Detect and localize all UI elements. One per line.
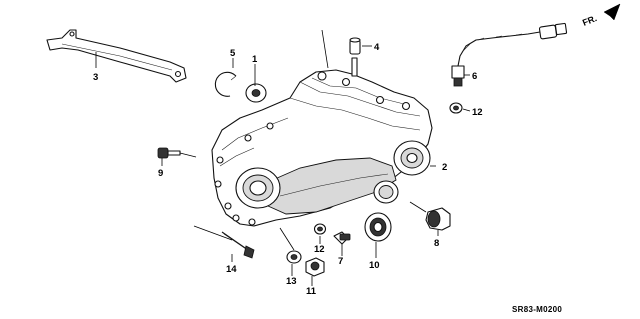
snap-ring-part-5 xyxy=(214,71,237,97)
callout-6: 6 xyxy=(472,71,477,82)
callout-5: 5 xyxy=(230,48,236,59)
callout-11: 11 xyxy=(306,286,317,297)
callout-13: 13 xyxy=(286,276,297,287)
oil-seal-part-10 xyxy=(364,212,392,242)
callout-2: 2 xyxy=(442,162,447,173)
front-arrow-icon xyxy=(603,3,621,21)
front-direction-indicator: FR. xyxy=(581,3,621,28)
callout-3: 3 xyxy=(93,72,98,83)
callout-14: 14 xyxy=(226,264,237,275)
diagram-code: SR83-M0200 xyxy=(512,305,562,314)
drain-bolt-part-11 xyxy=(305,257,325,277)
bolt-part-14 xyxy=(221,231,255,259)
bracket-part-3 xyxy=(46,29,187,83)
speed-sensor-part-6 xyxy=(451,22,568,87)
callout-8: 8 xyxy=(434,238,439,249)
leader-lines xyxy=(95,29,471,286)
callout-12-upper: 12 xyxy=(472,107,483,118)
stud-part-4 xyxy=(349,37,361,55)
seal-part-1 xyxy=(245,83,267,103)
cap-part-8 xyxy=(425,207,451,231)
callout-9: 9 xyxy=(158,168,163,179)
washer-part-12-lower xyxy=(313,223,327,235)
bolt-part-9 xyxy=(157,147,181,159)
o-ring-part-12-upper xyxy=(449,102,463,114)
callout-1: 1 xyxy=(252,54,258,65)
callout-10: 10 xyxy=(369,260,380,271)
washer-part-13 xyxy=(286,250,302,264)
callout-12-lower: 12 xyxy=(314,244,325,255)
callout-7: 7 xyxy=(338,256,343,267)
callout-4: 4 xyxy=(374,42,380,53)
bolt-part-7 xyxy=(333,231,351,245)
direction-label: FR. xyxy=(581,13,598,28)
transmission-housing-part-2 xyxy=(211,57,433,227)
